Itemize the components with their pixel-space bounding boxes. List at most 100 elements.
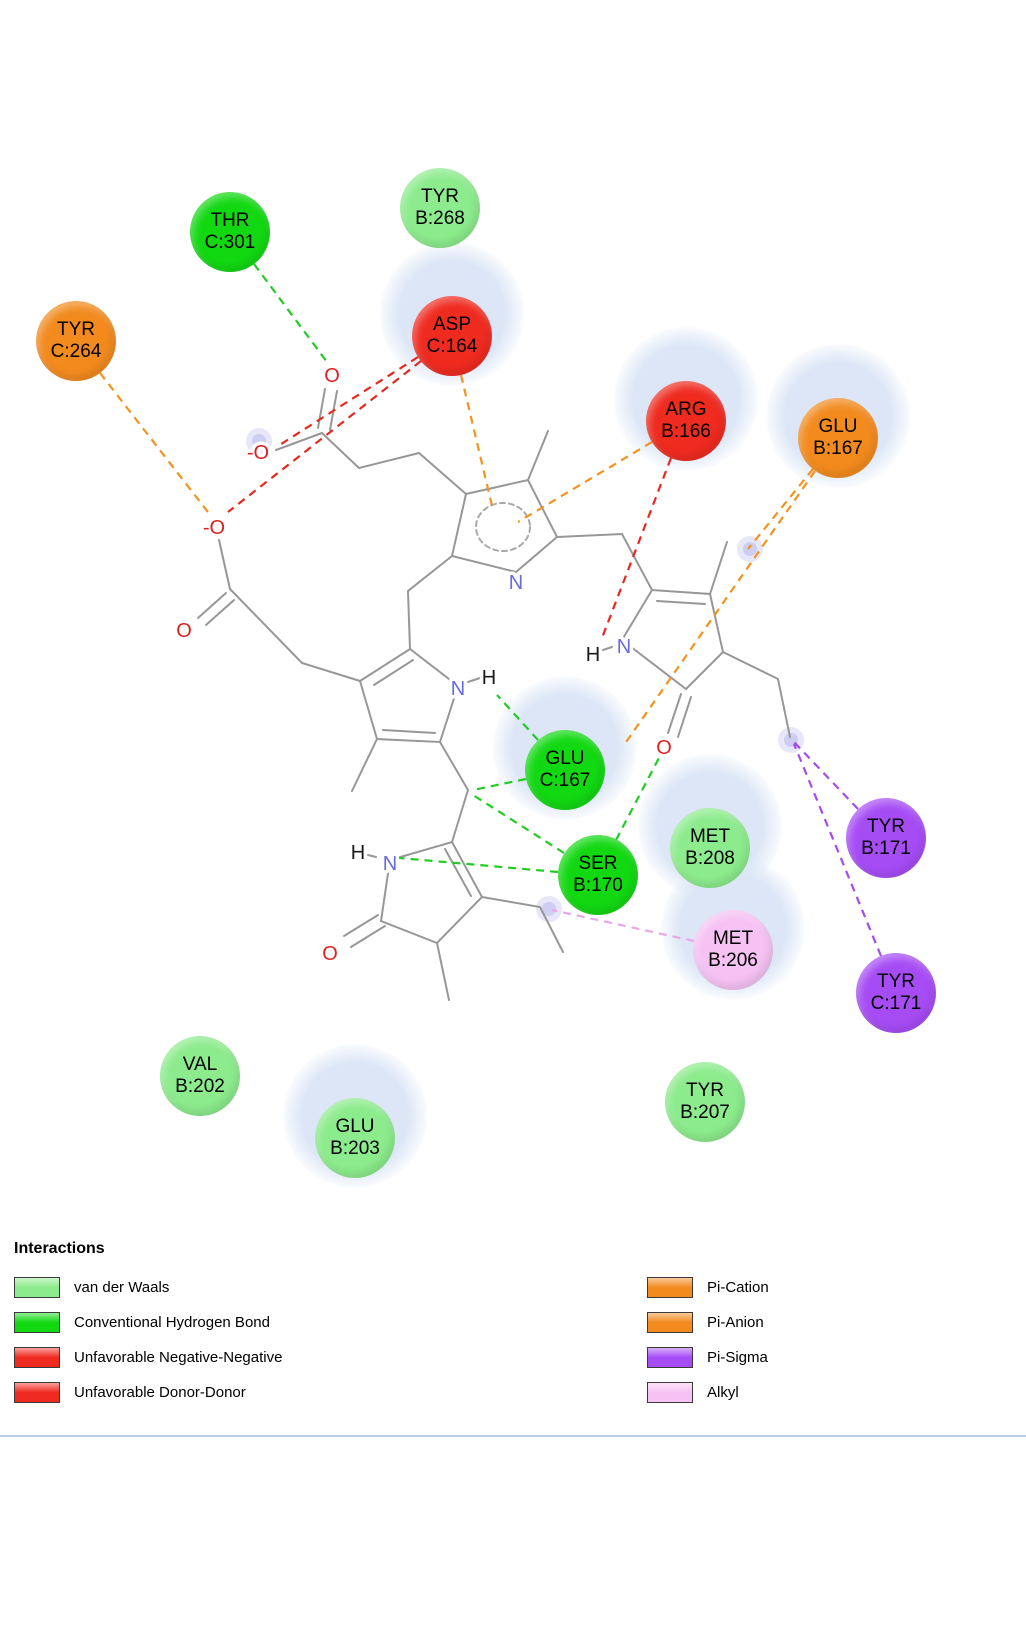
methyl-bond — [709, 541, 728, 595]
propionate-chain-2 — [229, 588, 361, 682]
atom-label-o: O — [322, 943, 338, 965]
residue-name: TYR — [686, 1080, 724, 1101]
methylene-bridge — [556, 532, 653, 591]
exposure-dot — [252, 434, 266, 448]
legend-swatch-pi_sigma — [647, 1347, 693, 1368]
interaction-line-pi — [459, 374, 495, 511]
legend-row: Conventional Hydrogen Bond — [14, 1305, 647, 1340]
atom-label-minuso: -O — [203, 517, 225, 539]
atom-label-o: O — [176, 620, 192, 642]
legend-swatch-hbond — [14, 1312, 60, 1333]
residue-chain-id: B:203 — [330, 1138, 380, 1159]
methyl-bond — [436, 942, 450, 1001]
residue-name: GLU — [818, 416, 858, 437]
atom-label-h: H — [586, 644, 600, 666]
residue-chain-id: B:167 — [813, 438, 863, 459]
carboxylate-1-double — [317, 388, 326, 429]
legend-label: Pi-Sigma — [707, 1349, 768, 1366]
carbonyl-double — [350, 925, 386, 948]
interaction-line-alkyl — [551, 908, 695, 943]
ethyl-chain — [481, 896, 564, 953]
residue-name: GLU — [545, 748, 585, 769]
atom-label-o: O — [656, 737, 672, 759]
residue-name: MET — [689, 826, 731, 847]
residue-name: VAL — [182, 1054, 218, 1075]
legend-swatch-pi — [647, 1312, 693, 1333]
ring-double-bond — [373, 659, 414, 686]
interaction-line-pi — [623, 470, 816, 746]
methylene-bridge — [439, 741, 470, 843]
residue-chain-id: C:167 — [539, 770, 591, 791]
atom-label-minuso: -O — [247, 442, 269, 464]
pyrrole-ring-left — [358, 647, 460, 744]
legend-title: Interactions — [14, 1240, 105, 1257]
atom-label-o: O — [324, 365, 340, 387]
carbonyl-double — [677, 696, 692, 738]
residue-chain-id: C:301 — [204, 232, 256, 253]
methyl-bond — [527, 430, 549, 481]
carbonyl-double — [667, 693, 682, 734]
ring-double-bond — [382, 729, 436, 734]
residue-chain-id: B:170 — [573, 875, 623, 896]
interaction-line-hbond — [615, 753, 662, 841]
residue-chain-id: B:202 — [175, 1076, 225, 1097]
interaction-line-pi — [517, 441, 653, 523]
legend-swatch-pi — [647, 1277, 693, 1298]
ring-double-bond — [656, 600, 706, 605]
residue-chain-id: C:264 — [50, 341, 102, 362]
residue-name: TYR — [57, 319, 95, 340]
interaction-line-hbond — [472, 794, 565, 854]
legend-label: Unfavorable Negative-Negative — [74, 1349, 283, 1366]
pyrrole-ring-top — [450, 478, 559, 574]
atom-label-h: H — [482, 667, 496, 689]
exposure-dot — [743, 542, 757, 556]
carboxylate-2-double — [205, 599, 235, 626]
interaction-line-pi — [747, 468, 814, 550]
residue-chain-id: B:268 — [415, 208, 465, 229]
atom-label-h: H — [351, 842, 365, 864]
interaction-line-hbond — [376, 854, 559, 874]
residue-name: SER — [578, 853, 618, 874]
residue-chain-id: C:164 — [426, 336, 478, 357]
legend-label: Alkyl — [707, 1384, 739, 1401]
pyrrolinone-ring-bottom — [379, 840, 484, 945]
interaction-line-hbond — [472, 777, 527, 792]
residue-name: ASP — [432, 314, 472, 335]
atom-label-n: N — [451, 678, 465, 700]
carboxylate-2-double — [197, 592, 227, 619]
atom-label-n: N — [617, 636, 631, 658]
legend-swatch-vdw — [14, 1277, 60, 1298]
legend-row: Pi-Cation — [647, 1270, 769, 1305]
nh-bond — [467, 677, 481, 683]
legend-row: Unfavorable Donor-Donor — [14, 1375, 647, 1410]
interaction-line-hbond — [253, 263, 331, 367]
interaction-line-unfavorable — [600, 457, 673, 639]
nh-bond — [602, 646, 613, 651]
methylene-bridge — [406, 555, 453, 650]
residue-name: GLU — [335, 1116, 375, 1137]
exposure-dot — [542, 902, 556, 916]
legend-label: Conventional Hydrogen Bond — [74, 1314, 270, 1331]
